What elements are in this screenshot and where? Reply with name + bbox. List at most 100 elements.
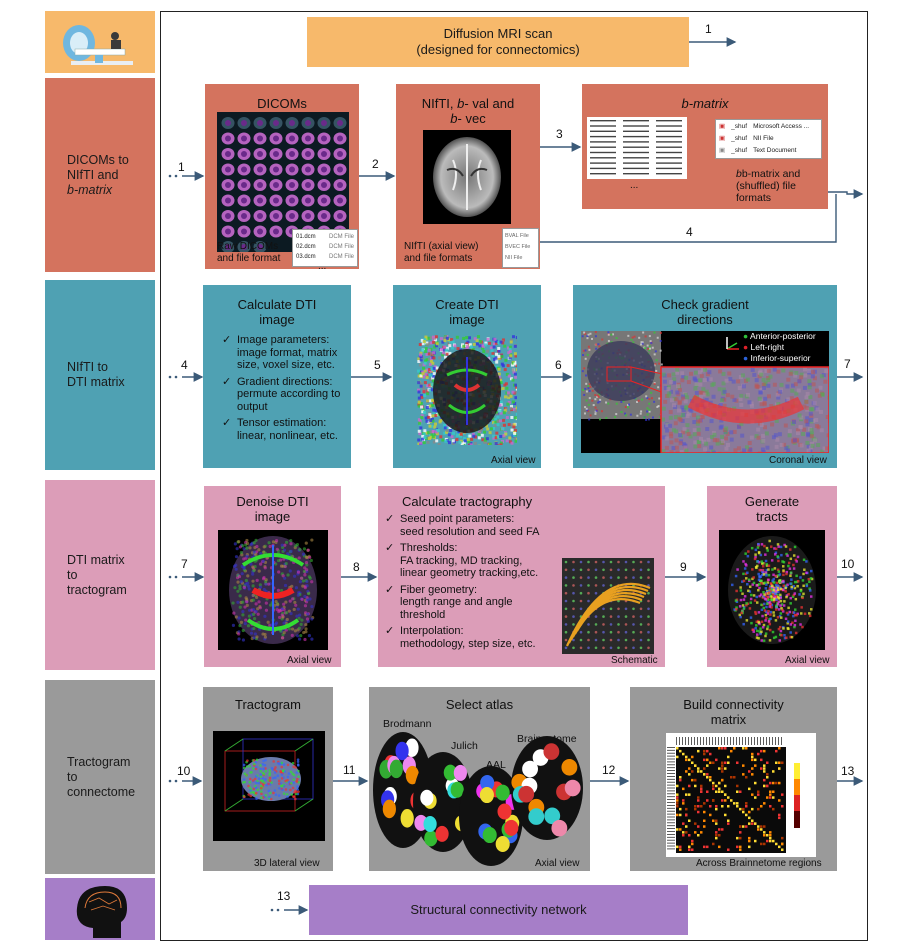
nifti-title: b- vec xyxy=(450,111,486,126)
legend-item: ● Left-right xyxy=(743,342,785,352)
matrix-title: Build connectivity xyxy=(683,697,784,712)
scanner-section xyxy=(45,11,155,73)
bmatrix-title: b-matrix xyxy=(681,96,729,111)
tracts-image xyxy=(719,530,825,650)
matrix-title: matrix xyxy=(710,712,747,727)
atlas-label-julich: Julich xyxy=(451,740,478,752)
tractogram-panel: Tractogram 3D lateral view xyxy=(203,687,333,871)
check-caption: Coronal view xyxy=(769,455,827,466)
calc-dti-panel: Calculate DTI image ✓Image parameters:im… xyxy=(203,285,351,468)
section-tract: Tractogram to connectome xyxy=(45,680,155,874)
check-gradient-panel: Check gradient directions ● Anterior-pos… xyxy=(573,285,837,468)
step-number: 4 xyxy=(181,358,188,372)
dicoms-caption: Raw DICOMs xyxy=(217,241,279,252)
atlas-caption: Axial view xyxy=(535,858,580,869)
check-title: directions xyxy=(677,312,733,327)
step-number: 7 xyxy=(844,357,851,371)
coronal-image xyxy=(581,331,829,453)
generate-tracts-panel: Generate tracts Axial view xyxy=(707,486,837,667)
scan-box: Diffusion MRI scan (designed for connect… xyxy=(307,17,689,67)
step-number: 12 xyxy=(602,763,616,777)
section-label-line: Tractogram xyxy=(67,754,131,769)
gen-caption: Axial view xyxy=(785,655,830,666)
step-number: 6 xyxy=(555,358,562,372)
step-number: 11 xyxy=(343,763,356,777)
nifti-caption: NIfTI (axial view) xyxy=(404,241,479,252)
tractogram-3d-image xyxy=(213,731,325,841)
bmatrix-caption: bb-matrix and (shuffled) file formats xyxy=(736,168,801,204)
step-number: 1 xyxy=(705,22,712,36)
network-title: Structural connectivity network xyxy=(410,902,587,917)
step-number: 3 xyxy=(556,127,563,141)
step-number: 10 xyxy=(841,557,855,571)
axial-brain-image xyxy=(423,130,511,224)
legend-item: ● Anterior-posterior xyxy=(743,331,816,341)
section-dti: DTI matrix to tractogram xyxy=(45,480,155,670)
nifti-panel: NIfTI, b- val and b- vec NIfTI (axial vi… xyxy=(396,84,540,269)
ellipsis: ... xyxy=(318,261,327,272)
denoise-caption: Axial view xyxy=(287,655,332,666)
section-label-line: DTI matrix xyxy=(67,552,125,567)
matrix-panel: Build connectivity matrix Across Brainne… xyxy=(630,687,837,871)
file-row: NII File xyxy=(505,255,523,261)
ellipsis: ... xyxy=(630,180,639,191)
brain-head-icon xyxy=(76,886,127,938)
denoise-panel: Denoise DTI image Axial view xyxy=(204,486,341,667)
create-caption: Axial view xyxy=(491,455,536,466)
atlas-title: Select atlas xyxy=(445,697,514,712)
step-number: 2 xyxy=(372,157,379,171)
tracto-title: Calculate tractography xyxy=(402,494,533,509)
step-number: 13 xyxy=(277,889,291,903)
section-label-line: DICOMs to xyxy=(67,152,129,167)
schematic-image xyxy=(562,558,654,654)
dicoms-title: DICOMs xyxy=(257,96,307,111)
denoise-title: Denoise DTI xyxy=(236,494,309,509)
list-item: ✓Gradient directions:permute according t… xyxy=(222,375,341,413)
dicoms-caption: and file format xyxy=(217,253,281,264)
check-title: Check gradient xyxy=(661,297,749,312)
create-dti-panel: Create DTI image Axial view xyxy=(393,285,541,468)
atlas-label-brodmann: Brodmann xyxy=(383,718,432,730)
list-item: ✓Seed point parameters:seed resolution a… xyxy=(385,513,540,538)
tractography-panel: Calculate tractography ✓Seed point param… xyxy=(378,486,665,667)
file-row: BVEC File xyxy=(505,244,531,250)
calc-title: Calculate DTI xyxy=(237,297,317,312)
atlas-panel: Select atlas Brodmann Julich AAL Brainne… xyxy=(369,687,590,871)
denoise-title: image xyxy=(254,509,291,524)
step-number: 7 xyxy=(181,557,188,571)
step-number: 5 xyxy=(374,358,381,372)
mri-scanner-icon xyxy=(63,25,133,65)
create-title: Create DTI xyxy=(435,297,499,312)
step-number: 9 xyxy=(680,560,687,574)
bmatrix-table xyxy=(587,117,687,179)
nifti-file-list: BVAL File BVEC File NII File xyxy=(502,228,539,268)
direction-legend: ● Anterior-posterior ● Left-right ● Infe… xyxy=(743,331,833,364)
gen-title: tracts xyxy=(756,509,788,524)
main-frame xyxy=(160,11,868,941)
step-number: 1 xyxy=(178,160,185,174)
connectivity-matrix-image xyxy=(666,733,816,857)
dicoms-panel: DICOMs Raw DICOMs and file format 01.dcm… xyxy=(205,84,359,272)
section-label-line: to xyxy=(67,567,78,582)
section-label-line: connectome xyxy=(67,784,136,799)
denoised-dti-image xyxy=(218,530,328,650)
matrix-caption: Across Brainnetome regions xyxy=(696,858,822,869)
network-box: Structural connectivity network xyxy=(309,885,688,935)
tracto-caption: Schematic xyxy=(611,655,658,666)
tracto-list: ✓Seed point parameters:seed resolution a… xyxy=(385,513,565,654)
atlas-images xyxy=(373,732,587,867)
create-title: image xyxy=(449,312,485,327)
section-label-line: DTI matrix xyxy=(67,375,125,389)
step-number: 4 xyxy=(686,225,693,239)
tractogram-caption: 3D lateral view xyxy=(254,858,320,869)
